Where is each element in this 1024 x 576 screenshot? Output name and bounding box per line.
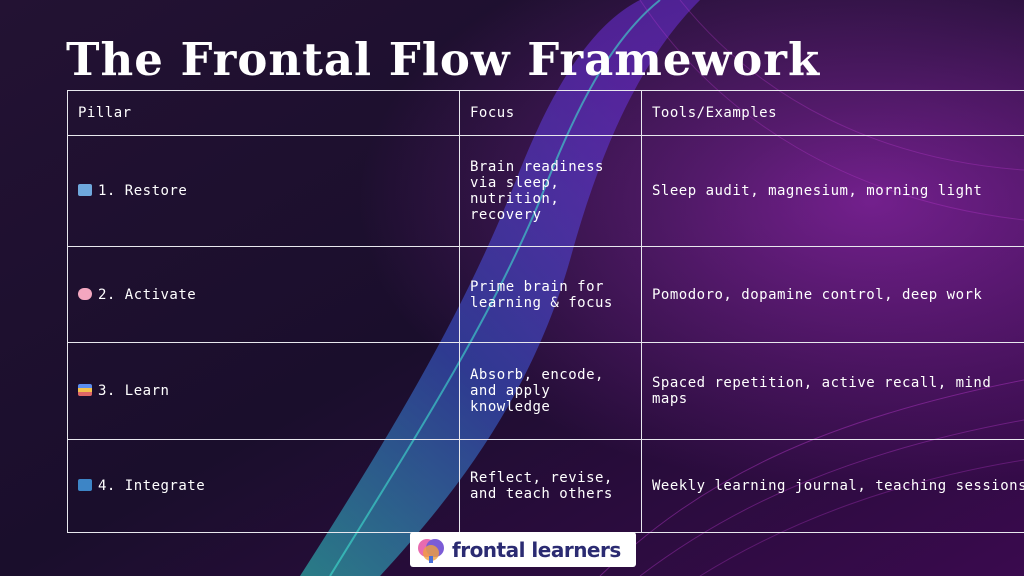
table-row: 3. Learn Absorb, encode, and apply knowl… bbox=[67, 342, 1024, 440]
pillar-cell: 3. Learn bbox=[67, 342, 460, 440]
brain-icon bbox=[78, 287, 92, 300]
table-row: 1. Restore Brain readiness via sleep, nu… bbox=[67, 135, 1024, 247]
pillar-cell: 1. Restore bbox=[67, 135, 460, 247]
tools-cell: Pomodoro, dopamine control, deep work bbox=[641, 246, 1024, 343]
header-tools: Tools/Examples bbox=[641, 90, 1024, 136]
brand-logo: frontal learners bbox=[410, 532, 636, 567]
page-title: The Frontal Flow Framework bbox=[66, 33, 821, 86]
cycle-arrows-icon bbox=[78, 479, 92, 491]
pillar-cell: 4. Integrate bbox=[67, 439, 460, 533]
focus-cell: Prime brain for learning & focus bbox=[459, 246, 642, 343]
pillar-label: 3. Learn bbox=[98, 383, 170, 399]
header-focus: Focus bbox=[459, 90, 642, 136]
tools-cell: Spaced repetition, active recall, mind m… bbox=[641, 342, 1024, 440]
pillar-label: 2. Activate bbox=[98, 286, 197, 303]
logo-text: frontal learners bbox=[452, 537, 621, 562]
focus-cell: Brain readiness via sleep, nutrition, re… bbox=[459, 135, 642, 247]
table-header-row: Pillar Focus Tools/Examples bbox=[67, 90, 1024, 136]
header-pillar: Pillar bbox=[67, 90, 460, 136]
books-icon bbox=[78, 384, 92, 396]
table-row: 2. Activate Prime brain for learning & f… bbox=[67, 246, 1024, 343]
brain-logo-icon bbox=[418, 538, 444, 563]
table-row: 4. Integrate Reflect, revise, and teach … bbox=[67, 439, 1024, 533]
pillar-cell: 2. Activate bbox=[67, 246, 460, 343]
tools-cell: Weekly learning journal, teaching sessio… bbox=[641, 439, 1024, 533]
focus-cell: Reflect, revise, and teach others bbox=[459, 439, 642, 533]
pillar-label: 1. Restore bbox=[98, 183, 188, 199]
focus-cell: Absorb, encode, and apply knowledge bbox=[459, 342, 642, 440]
bed-icon bbox=[78, 184, 92, 196]
pillar-label: 4. Integrate bbox=[98, 478, 206, 494]
framework-table: Pillar Focus Tools/Examples 1. Restore B… bbox=[67, 90, 1024, 533]
tools-cell: Sleep audit, magnesium, morning light bbox=[641, 135, 1024, 247]
